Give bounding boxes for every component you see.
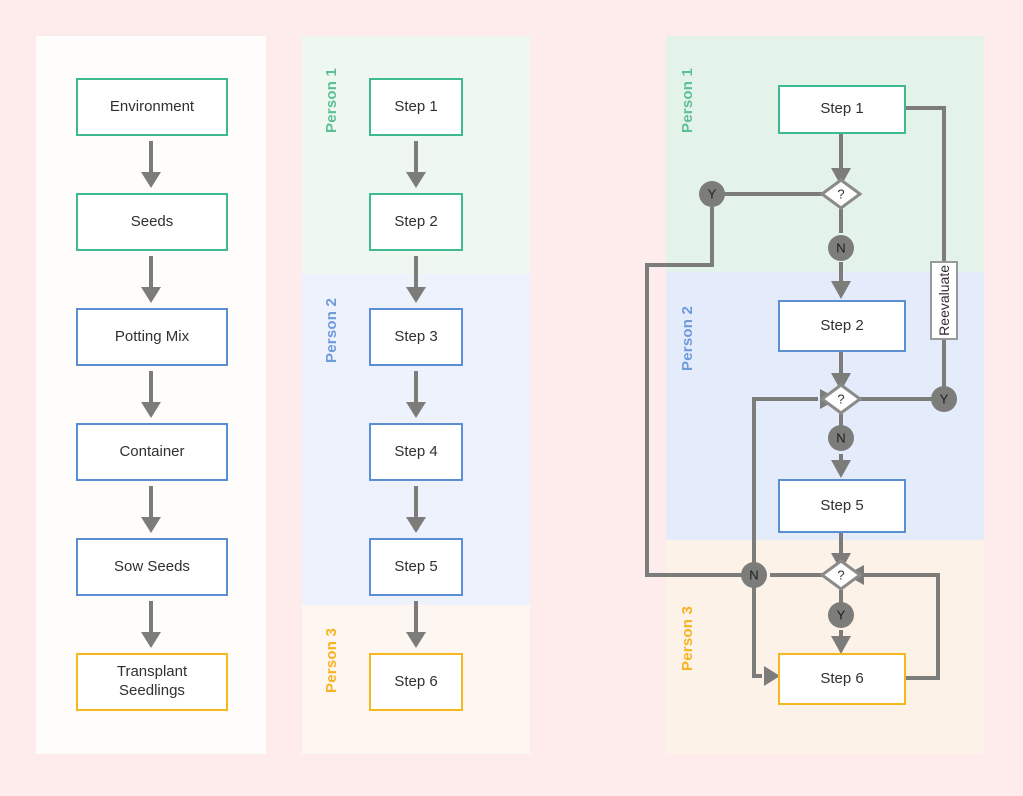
node-transplant-seedlings[interactable]: Transplant Seedlings bbox=[76, 653, 228, 711]
lane-title-person-3: Person 3 bbox=[323, 628, 340, 693]
node-label: Step 2 bbox=[820, 316, 864, 334]
node-label: Seeds bbox=[130, 212, 174, 230]
annotation-reevaluate[interactable]: Reevaluate bbox=[930, 261, 958, 340]
node-label: Step 3 bbox=[394, 327, 438, 345]
linear-connectors bbox=[141, 141, 161, 648]
lane-title-person-1: Person 1 bbox=[679, 68, 696, 133]
node-step-6[interactable]: Step 6 bbox=[369, 653, 463, 711]
node-seeds[interactable]: Seeds bbox=[76, 193, 228, 251]
lane-title-person-2: Person 2 bbox=[323, 298, 340, 363]
node-label: Step 5 bbox=[394, 557, 438, 575]
node-step-2[interactable]: Step 2 bbox=[369, 193, 463, 251]
node-step-5[interactable]: Step 5 bbox=[778, 479, 906, 533]
node-label: Container bbox=[119, 442, 185, 460]
node-sow-seeds[interactable]: Sow Seeds bbox=[76, 538, 228, 596]
node-environment[interactable]: Environment bbox=[76, 78, 228, 136]
node-container[interactable]: Container bbox=[76, 423, 228, 481]
lane-title-person-2: Person 2 bbox=[679, 306, 696, 371]
node-label: Step 1 bbox=[394, 97, 438, 115]
node-label: Step 5 bbox=[820, 496, 864, 514]
node-step-4[interactable]: Step 4 bbox=[369, 423, 463, 481]
node-step-5[interactable]: Step 5 bbox=[369, 538, 463, 596]
node-step-3[interactable]: Step 3 bbox=[369, 308, 463, 366]
lane-title-person-3: Person 3 bbox=[679, 606, 696, 671]
panel-decision-process: Person 1 Person 2 Person 3 bbox=[666, 36, 984, 754]
node-label: Environment bbox=[109, 97, 195, 115]
node-label: Sow Seeds bbox=[114, 557, 190, 575]
node-label: Step 4 bbox=[394, 442, 438, 460]
node-label: Transplant Seedlings bbox=[116, 663, 188, 699]
node-label: Step 6 bbox=[394, 672, 438, 690]
lane-person-3 bbox=[666, 540, 984, 754]
node-step-6[interactable]: Step 6 bbox=[778, 653, 906, 705]
node-label: Step 2 bbox=[394, 212, 438, 230]
node-label: Step 6 bbox=[820, 669, 864, 687]
node-step-1[interactable]: Step 1 bbox=[369, 78, 463, 136]
node-step-1[interactable]: Step 1 bbox=[778, 85, 906, 134]
node-potting-mix[interactable]: Potting Mix bbox=[76, 308, 228, 366]
panel-swimlane-process: Person 1 Person 2 Person 3 Step 1 Step 2… bbox=[302, 36, 530, 754]
lane-person-1 bbox=[666, 36, 984, 272]
node-step-2[interactable]: Step 2 bbox=[778, 300, 906, 352]
panel-linear-process: Environment Seeds Potting Mix Container … bbox=[36, 36, 266, 754]
node-label: Potting Mix bbox=[114, 327, 190, 345]
node-label: Step 1 bbox=[820, 100, 864, 118]
lane-title-person-1: Person 1 bbox=[323, 68, 340, 133]
annotation-reevaluate-label: Reevaluate bbox=[936, 265, 952, 336]
